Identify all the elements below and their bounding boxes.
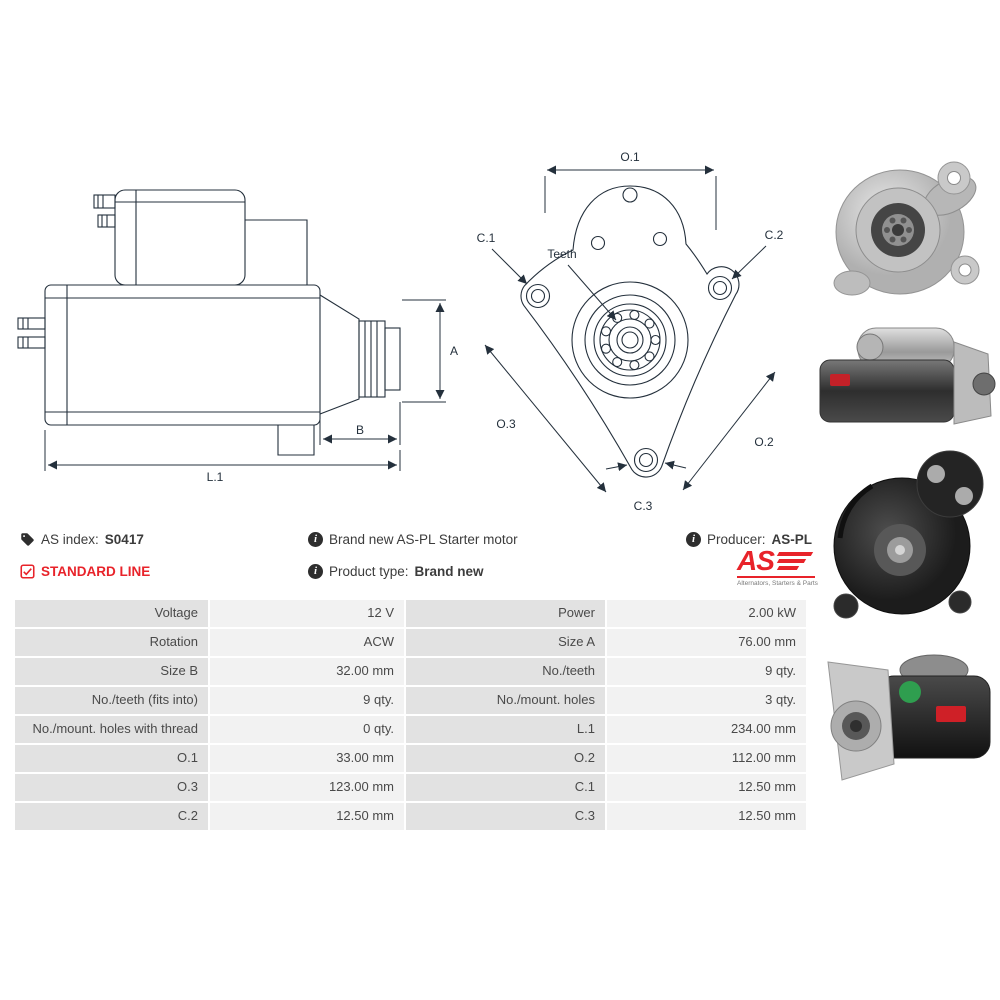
producer-value: AS-PL bbox=[771, 531, 813, 547]
as-index-value: S0417 bbox=[104, 531, 144, 547]
standard-line: STANDARD LINE bbox=[20, 562, 150, 580]
spec-label: C.1 bbox=[406, 774, 605, 801]
dim-label-c2: C.2 bbox=[765, 228, 784, 242]
dim-label-c1: C.1 bbox=[477, 231, 496, 245]
as-index-label: AS index: bbox=[41, 531, 99, 547]
checkbox-check-icon bbox=[20, 563, 35, 579]
spec-label: O.3 bbox=[15, 774, 208, 801]
product-type: Product type: Brand new bbox=[308, 562, 484, 580]
spec-label: Voltage bbox=[15, 600, 208, 627]
spec-value: 123.00 mm bbox=[210, 774, 404, 801]
dim-label-o1: O.1 bbox=[620, 150, 640, 164]
spec-value: 3 qty. bbox=[607, 687, 806, 714]
spec-label: No./teeth bbox=[406, 658, 605, 685]
dim-label-b: B bbox=[356, 423, 364, 437]
spec-label: O.2 bbox=[406, 745, 605, 772]
spec-value: 234.00 mm bbox=[607, 716, 806, 743]
dim-label-a: A bbox=[450, 344, 458, 358]
product-photo-2 bbox=[819, 327, 996, 425]
spec-value: 33.00 mm bbox=[210, 745, 404, 772]
brand-description-text: Brand new AS-PL Starter motor bbox=[329, 531, 518, 547]
as-index: AS index: S0417 bbox=[20, 530, 144, 548]
teeth-label: Teeth bbox=[547, 247, 576, 261]
spec-label: Rotation bbox=[15, 629, 208, 656]
spec-label: O.1 bbox=[15, 745, 208, 772]
product-photo-3 bbox=[833, 450, 984, 619]
spec-label: Size A bbox=[406, 629, 605, 656]
as-pl-logo-stripes bbox=[776, 551, 814, 570]
spec-value: 9 qty. bbox=[607, 658, 806, 685]
spec-label: No./teeth (fits into) bbox=[15, 687, 208, 714]
as-pl-logo-subtext: Alternators, Starters & Parts bbox=[737, 576, 818, 587]
spec-value: 12.50 mm bbox=[607, 774, 806, 801]
spec-table: Voltage 12 V Power 2.00 kW Rotation ACW … bbox=[15, 600, 806, 830]
spec-value: 12.50 mm bbox=[607, 803, 806, 830]
product-photo-1 bbox=[833, 161, 980, 296]
tag-icon bbox=[21, 532, 34, 546]
product-type-value: Brand new bbox=[414, 563, 484, 579]
front-view-technical-drawing: O.1 Teeth C.1 C.2 O.3 O.2 C.3 bbox=[477, 150, 784, 513]
brand-description: Brand new AS-PL Starter motor bbox=[308, 530, 518, 548]
info-icon bbox=[308, 563, 323, 579]
dim-label-o2: O.2 bbox=[754, 435, 774, 449]
as-pl-logo-text: AS bbox=[737, 545, 775, 576]
standard-line-text: STANDARD LINE bbox=[41, 563, 151, 579]
spec-label: C.3 bbox=[406, 803, 605, 830]
spec-value: 76.00 mm bbox=[607, 629, 806, 656]
spec-value: 9 qty. bbox=[210, 687, 404, 714]
spec-value: 112.00 mm bbox=[607, 745, 806, 772]
spec-value: 2.00 kW bbox=[607, 600, 806, 627]
spec-label: No./mount. holes with thread bbox=[15, 716, 208, 743]
spec-label: Size B bbox=[15, 658, 208, 685]
dim-label-l1: L.1 bbox=[207, 470, 224, 484]
info-icon bbox=[686, 531, 701, 547]
spec-value: 0 qty. bbox=[210, 716, 404, 743]
side-view-technical-drawing: A B L.1 bbox=[17, 189, 458, 484]
info-icon bbox=[308, 531, 323, 547]
as-pl-logo: AS Alternators, Starters & Parts bbox=[737, 545, 818, 587]
dim-label-c3: C.3 bbox=[634, 499, 653, 513]
spec-label: L.1 bbox=[406, 716, 605, 743]
spec-label: No./mount. holes bbox=[406, 687, 605, 714]
spec-value: ACW bbox=[210, 629, 404, 656]
spec-label: C.2 bbox=[15, 803, 208, 830]
producer-label: Producer: bbox=[707, 531, 766, 547]
product-type-label: Product type: bbox=[329, 563, 409, 579]
spec-label: Power bbox=[406, 600, 605, 627]
dim-label-o3: O.3 bbox=[496, 417, 516, 431]
producer: Producer: AS-PL bbox=[686, 530, 812, 548]
spec-value: 12 V bbox=[210, 600, 404, 627]
product-photo-4 bbox=[827, 654, 991, 781]
spec-value: 12.50 mm bbox=[210, 803, 404, 830]
product-photos bbox=[812, 142, 998, 798]
spec-value: 32.00 mm bbox=[210, 658, 404, 685]
